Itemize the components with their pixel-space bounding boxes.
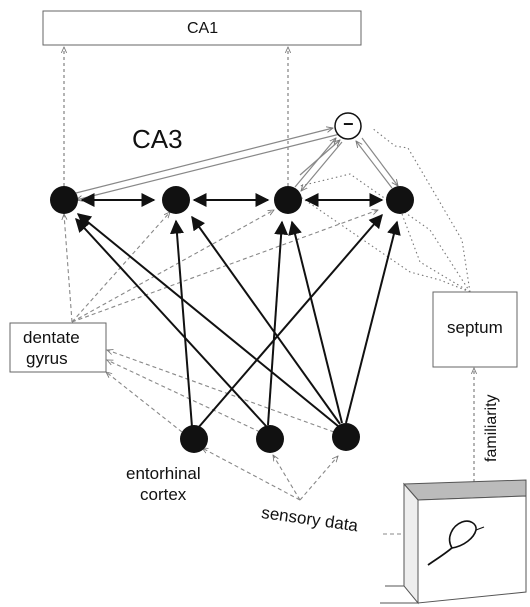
familiarity-label: familiarity: [483, 394, 500, 462]
ca3-neuron-4: [386, 186, 414, 214]
inhibitory-interneuron: [334, 112, 362, 140]
ca3-to-ca1-projections: [64, 47, 288, 186]
ca3-label: CA3: [132, 124, 183, 154]
ca3-neuron-3: [274, 186, 302, 214]
entorhinal-label-line1: entorhinal: [126, 464, 201, 483]
entorhinal-neurons: [180, 423, 360, 453]
entorhinal-neuron-1: [180, 425, 208, 453]
ca3-neuron-1: [50, 186, 78, 214]
septum-box: [432, 291, 518, 368]
inhibitor-connections: [71, 128, 398, 200]
dentate-gyrus-box: [9, 322, 107, 373]
dentate-label-line1: dentate: [23, 328, 80, 347]
arena-box: [380, 479, 527, 605]
ca1-box: [42, 10, 362, 46]
entorhinal-to-ca3-projections: [75, 213, 401, 429]
septum-label: septum: [447, 318, 503, 337]
entorhinal-label-line2: cortex: [140, 485, 187, 504]
entorhinal-to-dentate-paths: [106, 350, 335, 433]
rat-icon: [448, 520, 477, 549]
entorhinal-neuron-2: [256, 425, 284, 453]
ca1-label: CA1: [187, 20, 219, 37]
ca3-neuron-2: [162, 186, 190, 214]
rat-snout-icon: [475, 526, 485, 531]
ca3-neurons: [50, 186, 414, 214]
dentate-to-ca3-paths: [64, 210, 378, 323]
dentate-label-line2: gyrus: [26, 349, 68, 368]
entorhinal-neuron-3: [332, 423, 360, 451]
inhibitor-label: −: [343, 114, 354, 134]
